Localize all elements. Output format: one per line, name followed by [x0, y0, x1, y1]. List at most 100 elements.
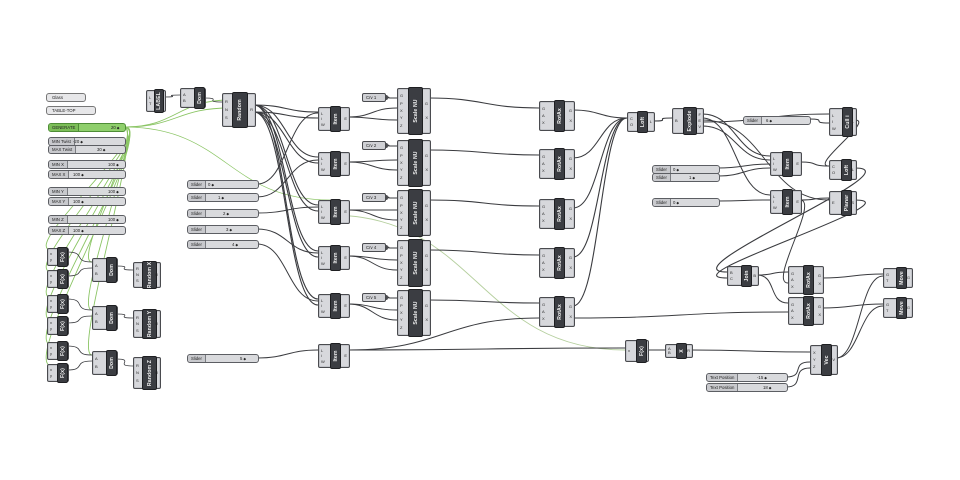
output-pin[interactable]: G — [568, 304, 572, 310]
output-pin[interactable]: I — [201, 95, 203, 100]
input-pin[interactable]: X — [813, 350, 816, 355]
output-pin[interactable]: r — [64, 276, 66, 281]
input-pin[interactable]: L — [321, 297, 324, 303]
input-pin[interactable]: A — [542, 161, 545, 166]
input-pin[interactable]: Y — [400, 167, 403, 173]
input-pin[interactable]: S — [136, 327, 139, 333]
text-panel[interactable]: Glass — [46, 93, 86, 102]
input-pin[interactable]: G — [542, 106, 546, 111]
input-pin[interactable]: S — [136, 278, 139, 283]
input-pin[interactable]: y — [50, 256, 52, 262]
output-pin[interactable]: G — [424, 252, 428, 258]
input-pin[interactable]: y — [50, 325, 52, 331]
input-pin[interactable]: P — [400, 302, 403, 308]
output-pin[interactable]: L — [851, 167, 854, 172]
output-pin[interactable]: G — [906, 305, 910, 310]
input-pin[interactable]: G — [400, 245, 404, 251]
output-pin[interactable]: G — [568, 156, 572, 162]
output-pin[interactable]: E — [344, 255, 347, 260]
output-pin[interactable]: r — [64, 370, 66, 375]
input-pin[interactable]: G — [542, 154, 546, 159]
output-pin[interactable]: X — [425, 115, 428, 121]
input-pin[interactable]: G — [542, 302, 546, 307]
input-pin[interactable]: i — [321, 303, 322, 308]
input-pin[interactable]: P — [400, 202, 403, 208]
input-pin[interactable]: R — [225, 99, 228, 104]
input-pin[interactable]: T — [149, 101, 152, 107]
slider-value[interactable]: 100 — [73, 171, 84, 179]
input-pin[interactable]: X — [400, 260, 403, 265]
input-pin[interactable]: L — [321, 203, 324, 209]
input-pin[interactable]: i — [321, 353, 322, 358]
output-pin[interactable]: G — [817, 272, 821, 278]
input-pin[interactable]: W — [773, 204, 777, 210]
input-pin[interactable]: B — [730, 270, 733, 275]
curve-parameter[interactable]: Crv 1 — [362, 93, 388, 102]
input-pin[interactable]: W — [321, 214, 325, 220]
output-pin[interactable]: X — [569, 313, 572, 319]
input-pin[interactable]: G — [542, 253, 546, 258]
text-panel[interactable]: TABLE-TOP — [46, 106, 96, 115]
input-pin[interactable]: T — [886, 278, 889, 283]
input-pin[interactable]: E — [832, 200, 835, 205]
output-pin[interactable]: S — [851, 200, 854, 205]
slider-value[interactable]: -15 — [757, 374, 767, 382]
input-pin[interactable]: Y — [400, 317, 403, 323]
input-pin[interactable]: X — [542, 168, 545, 173]
input-pin[interactable]: x — [50, 367, 52, 373]
input-pin[interactable]: y — [50, 303, 52, 309]
output-pin[interactable]: E — [344, 353, 347, 358]
input-pin[interactable]: G — [400, 295, 404, 301]
input-pin[interactable]: x — [628, 348, 630, 353]
output-pin[interactable]: I — [113, 360, 115, 365]
input-pin[interactable]: A — [791, 277, 794, 282]
input-pin[interactable]: Y — [400, 267, 403, 273]
input-pin[interactable]: L — [773, 155, 776, 161]
input-pin[interactable]: R — [136, 314, 139, 320]
slider-value[interactable]: 6 — [766, 117, 772, 125]
input-pin[interactable]: L — [149, 94, 152, 100]
curve-parameter[interactable]: Crv 3 — [362, 193, 388, 202]
slider-value[interactable]: 0 — [673, 199, 679, 207]
output-pin[interactable]: r — [64, 348, 66, 353]
input-pin[interactable]: Z — [400, 324, 403, 330]
output-pin[interactable]: E — [344, 161, 347, 166]
input-pin[interactable]: X — [542, 120, 545, 125]
output-pin[interactable]: I — [113, 267, 115, 272]
output-pin[interactable]: I — [113, 315, 115, 320]
input-pin[interactable]: B — [95, 363, 98, 369]
input-pin[interactable]: G — [400, 93, 404, 99]
output-pin[interactable]: L — [649, 119, 652, 124]
input-pin[interactable]: x — [50, 298, 52, 304]
output-pin[interactable]: G — [817, 303, 821, 309]
input-pin[interactable]: Z — [400, 122, 403, 128]
slider-value[interactable]: 18 — [763, 384, 771, 392]
input-pin[interactable]: C — [832, 164, 835, 169]
